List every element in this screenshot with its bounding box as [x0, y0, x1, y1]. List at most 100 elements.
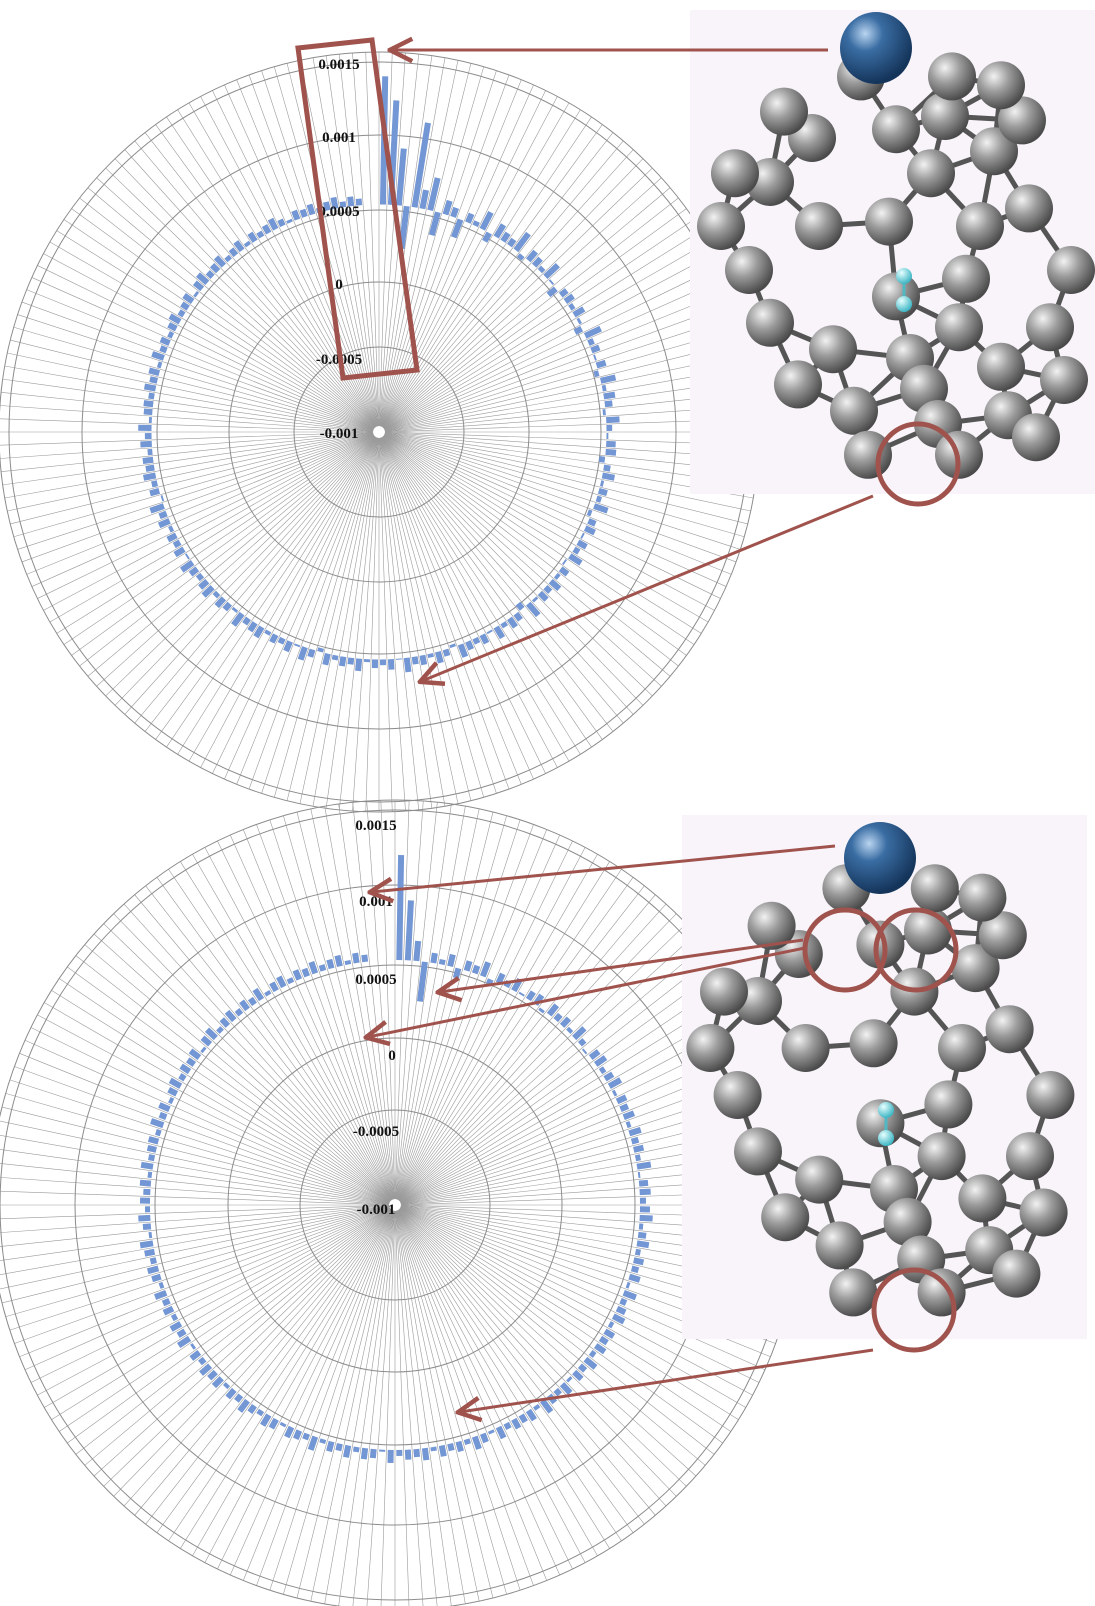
annotation-arrow	[460, 1348, 874, 1412]
radial-bar	[471, 964, 481, 975]
radial-bar	[286, 218, 293, 224]
grid-spoke	[156, 1209, 392, 1533]
grid-spoke	[397, 1210, 561, 1576]
radial-bar	[284, 1425, 295, 1439]
radial-bar	[167, 322, 178, 332]
grid-spoke	[261, 70, 378, 427]
radial-bar	[149, 376, 159, 384]
carbon-atom-icon	[935, 303, 983, 352]
grid-spoke	[397, 1210, 573, 1570]
grid-spoke	[395, 1210, 438, 1606]
radial-bar	[173, 546, 186, 558]
grid-spoke	[383, 230, 702, 430]
radial-bar	[224, 1009, 237, 1023]
radial-bar	[587, 338, 595, 346]
grid-spoke	[395, 1210, 466, 1604]
grid-spoke	[0, 1205, 390, 1261]
radial-bar	[213, 255, 227, 268]
radial-bar	[147, 1136, 160, 1145]
radial-bar	[219, 1017, 231, 1028]
grid-spoke	[217, 840, 393, 1200]
radial-bar	[403, 657, 412, 673]
radial-bar	[511, 1417, 522, 1430]
grid-spoke	[400, 1207, 766, 1371]
carbon-atom-icon	[970, 127, 1018, 176]
grid-spoke	[379, 437, 446, 807]
grid-spoke	[269, 1210, 394, 1591]
radial-bar	[495, 972, 506, 985]
radial-bar	[471, 1435, 482, 1450]
radial-bar	[417, 961, 428, 1002]
carbon-atom-icon	[734, 1127, 782, 1176]
radial-bar	[166, 532, 178, 543]
radial-bar	[293, 643, 301, 648]
radial-bar	[143, 383, 157, 392]
radial-bar	[398, 205, 410, 249]
grid-spoke	[380, 437, 497, 794]
radial-bar	[599, 374, 617, 384]
grid-spoke	[124, 436, 376, 715]
radial-bar	[231, 606, 239, 613]
radial-bar	[619, 1103, 630, 1113]
radial-bar	[144, 1248, 156, 1257]
radial-bar	[252, 987, 265, 1002]
hydrogen-atom-icon	[878, 1102, 894, 1118]
carbon-atom-icon	[883, 1197, 932, 1246]
radial-bar	[625, 1121, 632, 1129]
grid-spoke	[382, 149, 634, 428]
radial-bar	[513, 231, 531, 253]
grid-ring	[299, 1109, 491, 1301]
radial-bar	[283, 640, 293, 653]
radial-bar	[450, 218, 464, 239]
radial-bar	[559, 1382, 573, 1396]
grid-spoke	[399, 978, 731, 1202]
grid-spoke	[382, 140, 624, 428]
grid-spoke	[399, 1208, 715, 1455]
radial-bar	[179, 1063, 192, 1075]
radial-bar	[334, 954, 343, 967]
highlight-circle	[802, 907, 888, 993]
radial-bar	[590, 344, 601, 354]
grid-spoke	[0, 1163, 390, 1205]
radial-bar	[234, 1393, 244, 1403]
grid-spoke	[395, 806, 466, 1200]
radial-bar	[138, 1214, 151, 1222]
grid-spoke	[397, 1210, 586, 1563]
grid-spoke	[383, 167, 653, 429]
grid-spoke	[380, 79, 522, 427]
grid-spoke	[379, 52, 406, 427]
grid-spoke	[84, 1208, 391, 1466]
radial-bar	[622, 1110, 636, 1121]
grid-spoke	[397, 861, 610, 1201]
radial-bar	[180, 301, 190, 311]
radial-bar	[404, 1449, 412, 1460]
radial-bar	[546, 286, 558, 298]
radial-bar	[566, 1026, 574, 1034]
grid-spoke	[398, 869, 622, 1201]
radial-bar	[344, 960, 352, 966]
grid-spoke	[155, 124, 376, 428]
grid-spoke	[44, 1002, 390, 1203]
radial-bar	[151, 480, 159, 488]
grid-spoke	[4, 365, 374, 432]
grid-spoke	[30, 1027, 390, 1203]
radial-bar	[586, 509, 593, 517]
radial-bar	[176, 1335, 192, 1349]
radial-bar	[611, 1089, 618, 1097]
grid-spoke	[166, 116, 376, 428]
radial-bar	[563, 293, 575, 304]
hydrogen-atom-icon	[878, 1130, 894, 1146]
radial-bar	[628, 1126, 642, 1137]
grid-spoke	[384, 253, 715, 430]
grid-spoke	[177, 436, 377, 755]
tick-label: -0.0005	[353, 1124, 399, 1140]
radial-bar	[507, 616, 518, 629]
carbon-atom-icon	[978, 911, 1027, 960]
radial-bar	[622, 1289, 637, 1301]
radial-bar	[322, 652, 331, 666]
radial-bar	[222, 601, 233, 612]
grid-spoke	[212, 437, 377, 774]
carbon-atom-icon	[809, 325, 857, 374]
radial-bar	[264, 990, 272, 997]
grid-spoke	[286, 63, 378, 427]
